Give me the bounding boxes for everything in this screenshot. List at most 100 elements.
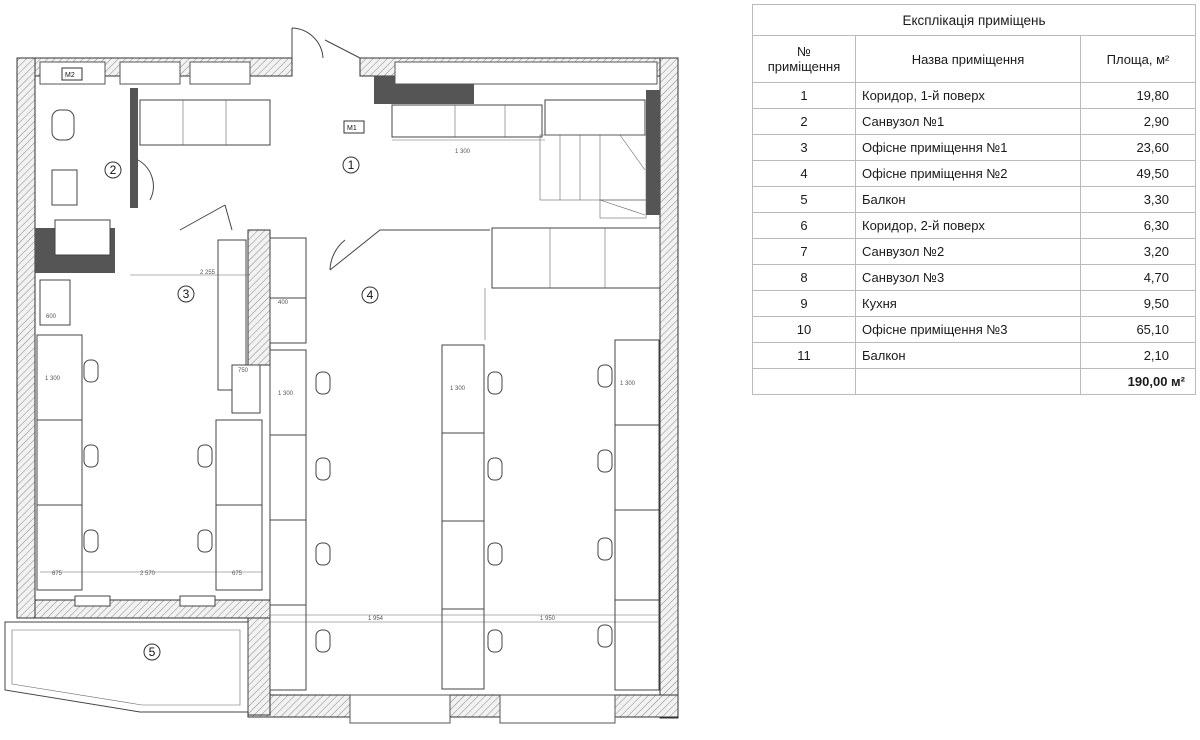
- desk: [441, 608, 485, 690]
- cell-num: 7: [752, 238, 856, 265]
- dim-small-b: 400: [278, 300, 289, 306]
- desk: [614, 339, 660, 426]
- empty-cell: [752, 368, 856, 395]
- chair: [83, 359, 99, 383]
- marker-m1: M1: [347, 125, 357, 132]
- wall-balcony-side: [247, 604, 271, 716]
- header-room-name: Назва приміщення: [855, 35, 1081, 83]
- chair: [487, 542, 503, 566]
- chair: [597, 364, 613, 388]
- dim-small-d: 750: [238, 368, 249, 374]
- cell-name: Балкон: [855, 342, 1081, 369]
- wall-bath-side: [130, 88, 138, 208]
- markers: M2 M1: [61, 67, 365, 134]
- cell-name: Коридор, 1-й поверх: [855, 82, 1081, 109]
- chair: [315, 371, 331, 395]
- room-numbers: 1 2 3 4 5: [104, 156, 379, 661]
- window: [189, 61, 251, 85]
- window: [499, 694, 616, 724]
- window: [349, 694, 451, 724]
- cell-num: 2: [752, 108, 856, 135]
- cell-area: 19,80: [1080, 82, 1196, 109]
- cabinet: [231, 364, 261, 414]
- room-label-5: 5: [149, 645, 156, 659]
- room-label-2: 2: [110, 163, 117, 177]
- window: [119, 61, 181, 85]
- staircase: [539, 134, 647, 219]
- cell-area: 65,10: [1080, 316, 1196, 343]
- cell-area: 23,60: [1080, 134, 1196, 161]
- header-room-number: № приміщення: [752, 35, 856, 83]
- cell-num: 10: [752, 316, 856, 343]
- chair: [597, 624, 613, 648]
- cell-name: Офісне приміщення №3: [855, 316, 1081, 343]
- dim-desk-len-2: 1 300: [450, 386, 466, 392]
- cell-name: Кухня: [855, 290, 1081, 317]
- desk: [36, 504, 83, 591]
- dim-side-b: 675: [232, 571, 243, 577]
- wall-room3-bottom: [34, 599, 271, 619]
- toilet: [51, 109, 75, 141]
- desk: [36, 419, 83, 506]
- dim-room4-a: 1 954: [368, 616, 384, 622]
- wall-right: [659, 57, 679, 719]
- cell-name: Балкон: [855, 186, 1081, 213]
- chair: [597, 537, 613, 561]
- cell-area: 3,30: [1080, 186, 1196, 213]
- corridor-furniture: [139, 99, 646, 146]
- total-row: 190,00 м²: [752, 368, 1196, 395]
- kitchen-counter: [391, 104, 543, 138]
- room-label-1: 1: [348, 158, 355, 172]
- dim-desk: 1 300: [45, 376, 61, 382]
- room4-wall-line: [329, 229, 490, 271]
- dimension-labels: 1 300 2 255 2 570 675 675 1 954 1 950 60…: [45, 149, 636, 622]
- cabinet: [39, 279, 71, 326]
- cabinet: [269, 297, 307, 344]
- cell-name: Санвузол №3: [855, 264, 1081, 291]
- cabinet: [269, 237, 307, 299]
- room-label-3: 3: [183, 287, 190, 301]
- cell-num: 9: [752, 290, 856, 317]
- cell-num: 3: [752, 134, 856, 161]
- dim-desk-len: 1 300: [278, 391, 294, 397]
- desk: [614, 424, 660, 511]
- chair: [83, 444, 99, 468]
- total-area: 190,00 м²: [1080, 368, 1196, 395]
- wall-partition: [247, 229, 271, 366]
- wardrobe: [139, 99, 271, 146]
- desk: [215, 504, 263, 591]
- chair: [197, 529, 213, 553]
- chair: [487, 371, 503, 395]
- cell-area: 49,50: [1080, 160, 1196, 187]
- dim-room3-width: 2 255: [200, 270, 216, 276]
- chair: [597, 449, 613, 473]
- room3-door: [179, 204, 233, 231]
- cell-num: 6: [752, 212, 856, 239]
- marker-m2: M2: [65, 72, 75, 79]
- dim-small-a: 600: [46, 314, 57, 320]
- room4-furniture: [269, 227, 661, 691]
- cell-name: Офісне приміщення №2: [855, 160, 1081, 187]
- dim-room4-b: 1 950: [540, 616, 556, 622]
- cell-num: 11: [752, 342, 856, 369]
- desk: [441, 520, 485, 610]
- cell-name: Коридор, 2-й поверх: [855, 212, 1081, 239]
- wall-stair: [646, 90, 660, 215]
- bath-door: [137, 159, 154, 201]
- chair: [315, 457, 331, 481]
- storage-cabinets: [491, 227, 661, 289]
- chair: [197, 444, 213, 468]
- chair: [487, 629, 503, 653]
- stair-block: [544, 99, 646, 136]
- balcony-outline: [4, 621, 249, 713]
- explication-table: Експлікація приміщень № приміщення Назва…: [752, 4, 1196, 395]
